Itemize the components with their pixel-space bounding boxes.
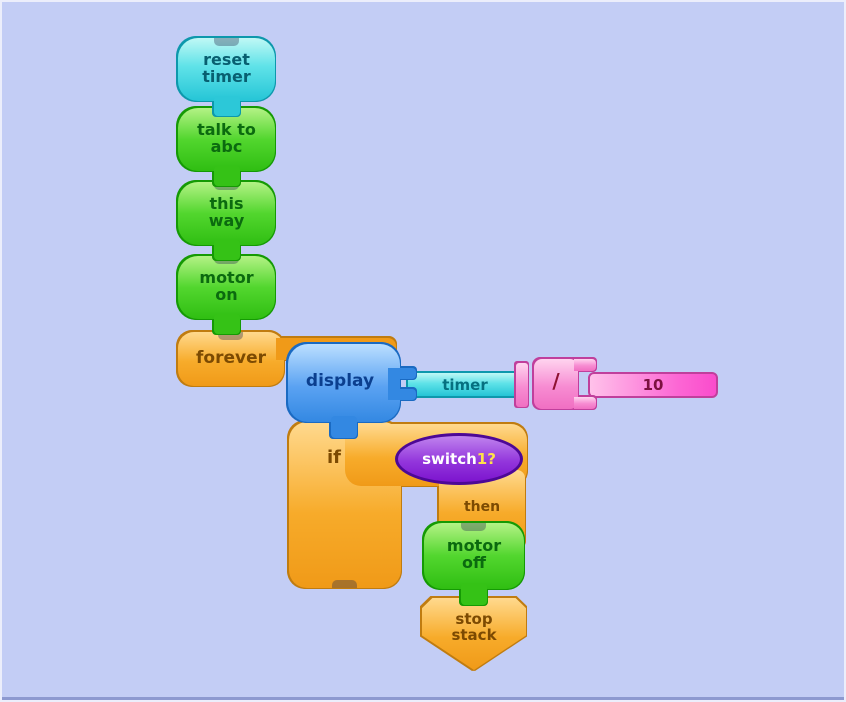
block-shape: [516, 359, 598, 411]
block-timer-value[interactable]: timer: [406, 371, 524, 398]
block-display[interactable]: display: [288, 344, 420, 444]
block-divide-operator[interactable]: /: [516, 359, 598, 411]
block-shape: [424, 523, 524, 613]
block-shape: [178, 256, 275, 340]
condition-label-part1: switch: [422, 450, 477, 468]
block-shape: [288, 344, 420, 444]
condition-label-part2: 1?: [476, 450, 496, 468]
block-motor-off[interactable]: motor off: [424, 523, 524, 613]
block-label: 10: [642, 376, 664, 394]
block-shape: [178, 108, 275, 192]
block-reset-timer[interactable]: reset timer: [178, 38, 275, 122]
block-shape: [178, 38, 275, 122]
block-shape: [178, 182, 275, 266]
block-number-value[interactable]: 10: [588, 372, 718, 398]
block-motor-on[interactable]: motor on: [178, 256, 275, 340]
block-this-way[interactable]: this way: [178, 182, 275, 266]
block-label: timer: [442, 376, 488, 394]
